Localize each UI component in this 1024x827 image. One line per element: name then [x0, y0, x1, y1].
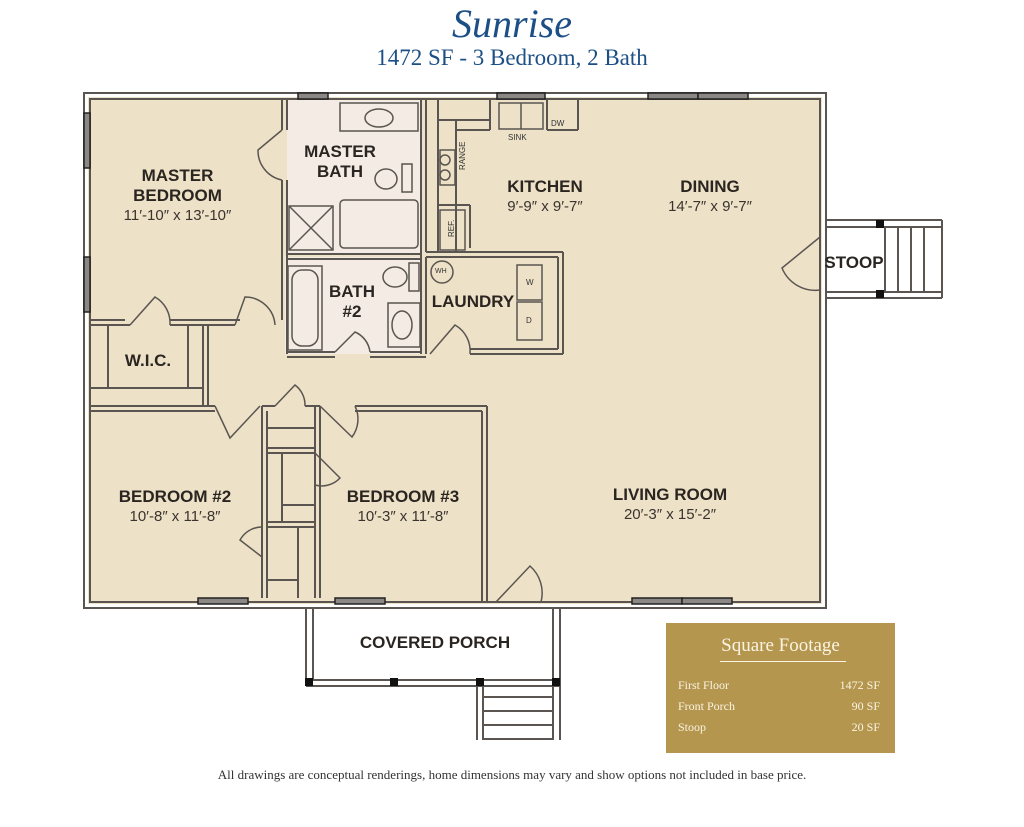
- room-wic: W.I.C.: [108, 351, 188, 371]
- room-name: BEDROOM: [133, 186, 222, 205]
- room-name: COVERED PORCH: [359, 633, 511, 652]
- washer-label: W: [526, 278, 534, 287]
- room-dining: DINING 14′-7″ x 9′-7″: [640, 177, 780, 217]
- square-footage-panel: Square Footage First Floor 1472 SF Front…: [666, 623, 895, 753]
- sf-row-stoop: Stoop 20 SF: [678, 720, 880, 735]
- sf-row-front-porch: Front Porch 90 SF: [678, 699, 880, 714]
- dishwasher-label: DW: [551, 119, 565, 128]
- room-living-room: LIVING ROOM 20′-3″ x 15′-2″: [585, 485, 755, 525]
- room-kitchen: KITCHEN 9′-9″ x 9′-7″: [475, 177, 615, 217]
- plan-subtitle: 1472 SF - 3 Bedroom, 2 Bath: [376, 45, 648, 70]
- refrigerator-label: REF.: [447, 219, 456, 237]
- room-dimensions: 9′-9″ x 9′-7″: [507, 198, 583, 215]
- room-bath-2: BATH #2: [322, 282, 382, 322]
- room-name: W.I.C.: [124, 351, 172, 370]
- room-name: MASTER: [304, 142, 376, 161]
- room-stoop: STOOP: [822, 253, 886, 273]
- room-name: LIVING ROOM: [612, 485, 728, 504]
- range-label: RANGE: [458, 141, 467, 170]
- title-underline: [720, 661, 846, 662]
- room-name: BEDROOM #2: [118, 487, 232, 506]
- room-dimensions: 11′-10″ x 13′-10″: [123, 207, 232, 224]
- room-dimensions: 20′-3″ x 15′-2″: [623, 506, 717, 523]
- room-master-bedroom: MASTER BEDROOM 11′-10″ x 13′-10″: [100, 166, 255, 226]
- room-bedroom-3: BEDROOM #3 10′-3″ x 11′-8″: [328, 487, 478, 527]
- room-bedroom-2: BEDROOM #2 10′-8″ x 11′-8″: [95, 487, 255, 527]
- room-dimensions: 10′-8″ x 11′-8″: [129, 508, 221, 525]
- room-name: #2: [342, 302, 362, 321]
- sf-value: 1472 SF: [839, 678, 880, 692]
- water-heater-label: WH: [435, 268, 447, 275]
- room-laundry: LAUNDRY: [428, 292, 518, 312]
- disclaimer-text: All drawings are conceptual renderings, …: [217, 767, 807, 782]
- sf-value: 90 SF: [851, 699, 880, 713]
- room-name: BATH: [329, 282, 375, 301]
- dryer-label: D: [526, 316, 532, 325]
- room-name: DINING: [680, 177, 740, 196]
- room-name: STOOP: [824, 253, 884, 272]
- plan-title: Sunrise: [452, 1, 572, 46]
- sf-value: 20 SF: [851, 720, 880, 734]
- sf-label: Front Porch: [678, 699, 735, 713]
- sf-label: Stoop: [678, 720, 707, 734]
- sf-label: First Floor: [678, 678, 730, 692]
- room-dimensions: 14′-7″ x 9′-7″: [668, 198, 752, 215]
- room-master-bath: MASTER BATH: [290, 142, 390, 182]
- square-footage-title: Square Footage: [721, 635, 840, 656]
- room-name: KITCHEN: [507, 177, 583, 196]
- sink-label: SINK: [508, 133, 527, 142]
- sf-row-first-floor: First Floor 1472 SF: [678, 678, 880, 693]
- room-name: BEDROOM #3: [346, 487, 460, 506]
- room-name: BATH: [317, 162, 363, 181]
- room-covered-porch: COVERED PORCH: [340, 633, 530, 653]
- room-dimensions: 10′-3″ x 11′-8″: [357, 508, 449, 525]
- room-name: MASTER: [141, 166, 214, 185]
- room-name: LAUNDRY: [431, 292, 515, 311]
